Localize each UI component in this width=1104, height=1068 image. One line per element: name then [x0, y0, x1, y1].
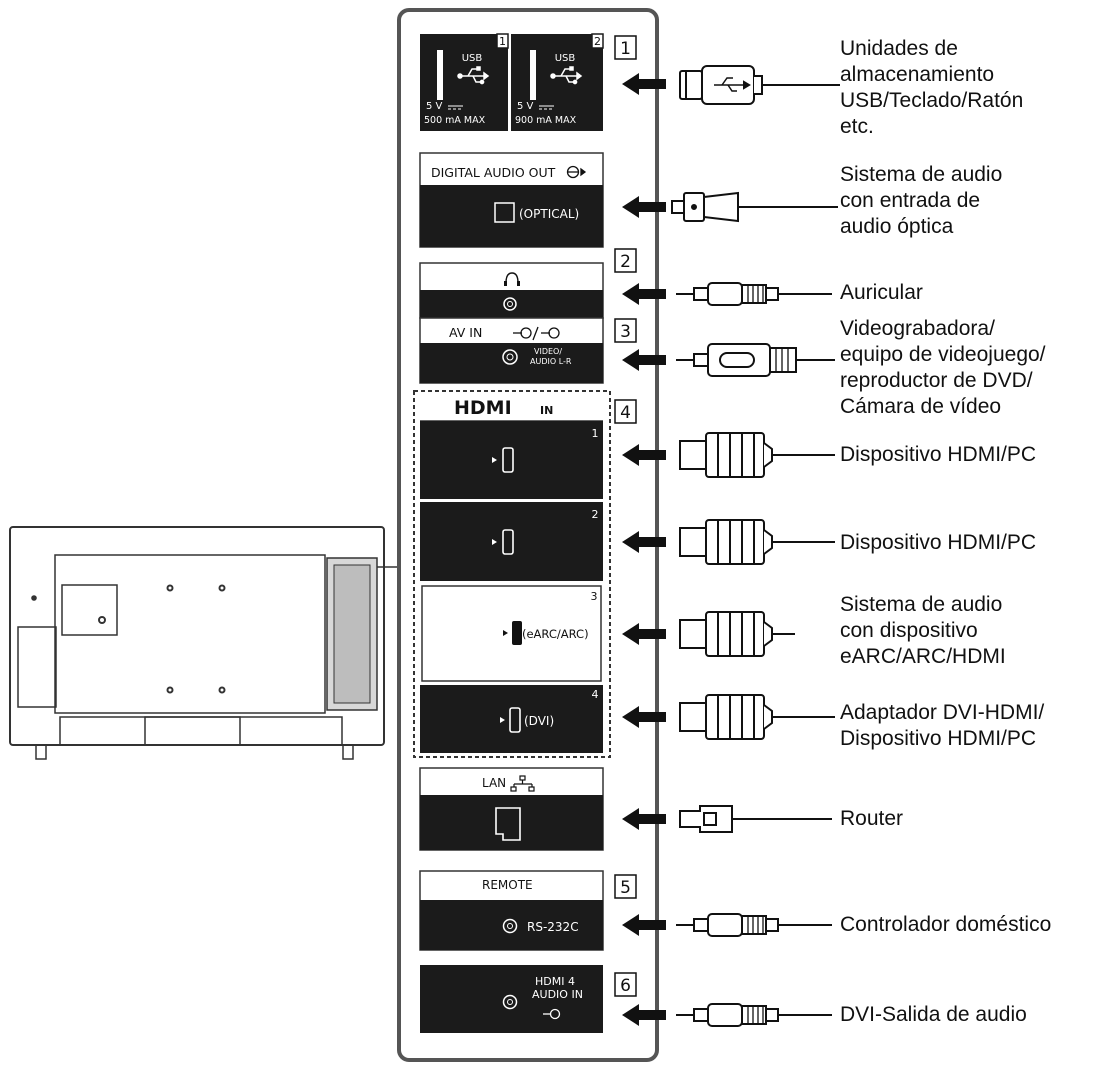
arrow-remote	[622, 914, 666, 936]
hdmi-port-3-tag: (eARC/ARC)	[522, 627, 589, 641]
hdmi4-audio-in-port: HDMI 4 AUDIO IN	[420, 965, 603, 1033]
arrow-av	[622, 349, 666, 371]
remote-plug-icon	[676, 913, 832, 937]
usb-port-1-voltage: 5 V	[426, 101, 443, 112]
optical-port-icon	[494, 202, 515, 223]
output-arrow-icon	[566, 165, 587, 179]
arrow-audio-in	[622, 1004, 666, 1026]
arrow-lan	[622, 808, 666, 830]
label-av-devices: Videograbadora/ equipo de videojuego/ re…	[840, 317, 1046, 418]
tv-rear-view	[9, 526, 399, 760]
optical-plug-icon	[671, 191, 838, 223]
arrow-hdmi1	[622, 444, 666, 466]
network-icon	[510, 775, 535, 792]
section-number-5: 5	[620, 878, 631, 898]
label-headphone: Auricular	[840, 281, 923, 304]
av-in-title: AV IN	[449, 325, 482, 340]
av-in-sub-line1: VIDEO/	[534, 347, 562, 356]
headphone-port	[419, 262, 604, 319]
digital-audio-title: DIGITAL AUDIO OUT	[431, 165, 556, 180]
hdmi-plug-icon-2	[679, 519, 835, 565]
digital-audio-out-port: DIGITAL AUDIO OUT (OPTICAL)	[419, 152, 604, 248]
arrow-hdmi2	[622, 531, 666, 553]
label-hdmi2-device: Dispositivo HDMI/PC	[840, 531, 1037, 554]
label-router: Router	[840, 807, 904, 830]
usb-port-2-voltage: 5 V	[517, 101, 534, 112]
hdmi-port-2: 2	[420, 502, 603, 581]
section-number-4: 4	[620, 403, 631, 423]
hdmi-port-3-number: 3	[591, 590, 598, 603]
usb-port-1-current: 500 mA MAX	[424, 115, 486, 126]
hdmi-port-icon	[502, 529, 514, 555]
label-hdmi1-device: Dispositivo HDMI/PC	[840, 443, 1037, 466]
input-icon	[543, 1008, 561, 1020]
remote-port: REMOTE RS-232C	[419, 870, 604, 951]
lan-plug-icon	[679, 805, 832, 833]
av-plug-icon	[676, 343, 835, 377]
hdmi-port-1-number: 1	[592, 427, 599, 440]
remote-sub: RS-232C	[527, 920, 579, 934]
usb-port-1: 1 USB 5 V 500 mA MAX	[420, 33, 509, 131]
section-number-1: 1	[620, 39, 631, 59]
section-number-3: 3	[620, 322, 631, 342]
usb-port-2: 2 USB 5 V 900 mA MAX	[511, 33, 604, 131]
usb-port-1-title: USB	[462, 53, 483, 64]
hdmi-port-1: 1	[420, 421, 603, 499]
remote-title: REMOTE	[482, 878, 533, 892]
headphone-icon	[505, 272, 519, 284]
audio-plug-icon	[676, 1003, 832, 1027]
arrow-headphone	[622, 283, 666, 305]
usb-icon	[457, 66, 490, 85]
hdmi-group-border	[413, 390, 611, 758]
section-number-2: 2	[620, 252, 631, 272]
lan-port: LAN	[419, 767, 604, 851]
hdmi-logo: HDMI	[454, 397, 512, 419]
digital-audio-sub: (OPTICAL)	[519, 207, 579, 221]
label-hdmi4-dvi-adapter: Adaptador DVI-HDMI/ Dispositivo HDMI/PC	[840, 701, 1045, 750]
hdmi4-audio-line2: AUDIO IN	[532, 988, 583, 1001]
label-hdmi3-audio-system: Sistema de audio con dispositivo eARC/AR…	[840, 593, 1006, 668]
arrow-hdmi3	[622, 623, 666, 645]
usb-port-1-number: 1	[499, 35, 506, 48]
input-output-icon	[513, 326, 560, 341]
hdmi-plug-icon-4	[679, 694, 835, 740]
label-optical-system: Sistema de audio con entrada de audio óp…	[840, 163, 1003, 238]
connection-arrows	[622, 73, 666, 1026]
label-dvi-audio-out: DVI-Salida de audio	[840, 1003, 1027, 1026]
section-numbers: 1 2 3 4 5 6	[614, 35, 637, 997]
hdmi-port-3: 3 (eARC/ARC)	[421, 585, 602, 682]
lan-title: LAN	[482, 776, 506, 790]
ethernet-port-icon	[495, 807, 521, 841]
label-home-controller: Controlador doméstico	[840, 913, 1052, 936]
hdmi-plug-icon-3	[679, 611, 795, 657]
hdmi-port-4-tag: (DVI)	[524, 714, 554, 728]
arrow-optical	[622, 196, 666, 218]
hdmi-port-icon	[509, 707, 521, 733]
hdmi4-audio-line1: HDMI 4	[535, 975, 575, 988]
av-in-port: AV IN VIDEO/ AUDIO L-R	[419, 317, 604, 384]
av-in-sub-line2: AUDIO L-R	[530, 357, 572, 366]
hdmi-port-2-number: 2	[592, 508, 599, 521]
usb-port-2-number: 2	[594, 35, 601, 48]
section-number-6: 6	[620, 976, 631, 996]
hdmi-port-4-number: 4	[592, 688, 599, 701]
usb-port-2-current: 900 mA MAX	[515, 115, 577, 126]
usb-icon	[550, 66, 583, 85]
usb-plug-icon	[679, 65, 840, 105]
connectors	[671, 65, 840, 1027]
arrow-hdmi4	[622, 706, 666, 728]
hdmi-in-label: IN	[540, 404, 553, 417]
hdmi-port-4: 4 (DVI)	[420, 685, 603, 753]
headphone-plug-icon	[676, 282, 832, 306]
usb-port-2-title: USB	[555, 53, 576, 64]
hdmi-port-icon	[502, 447, 514, 473]
arrow-usb	[622, 73, 666, 95]
hdmi-plug-icon-1	[679, 432, 835, 478]
label-usb-devices: Unidades de almacenamiento USB/Teclado/R…	[840, 37, 1024, 138]
